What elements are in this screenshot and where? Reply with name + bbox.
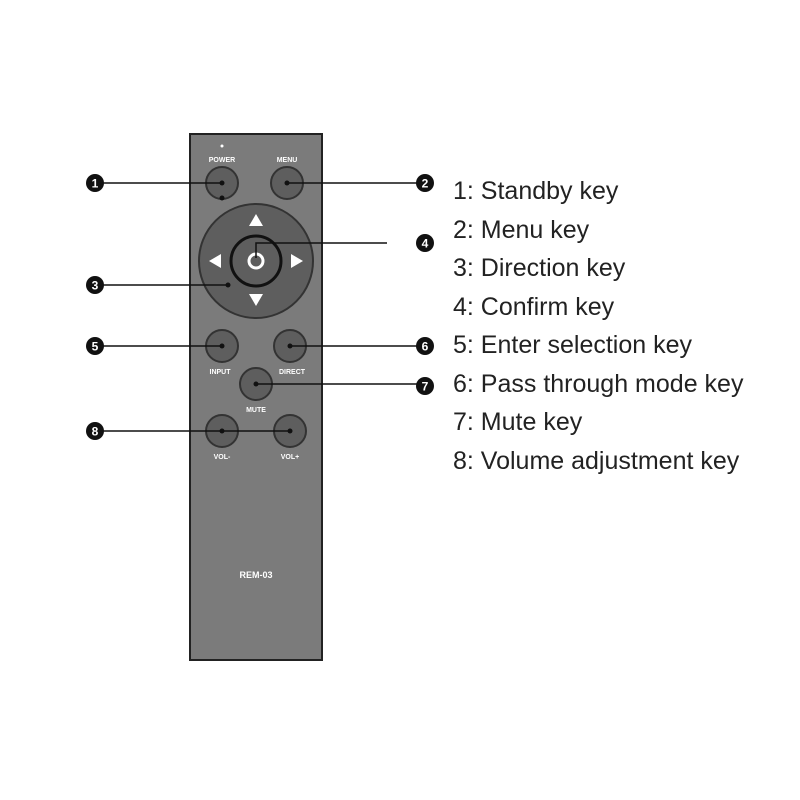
legend-item: 4: Confirm key — [453, 292, 615, 321]
menu-label: MENU — [277, 157, 298, 164]
svg-text:3: 3 — [92, 279, 99, 293]
key-legend: 1: Standby key 2: Menu key 3: Direction … — [453, 172, 743, 480]
svg-text:6: 6 — [422, 340, 429, 354]
vol-down-label: VOL- — [214, 454, 231, 461]
legend-item: 3: Direction key — [453, 254, 626, 282]
callout-3: 3 — [86, 276, 104, 294]
power-label: POWER — [209, 157, 235, 164]
mute-label: MUTE — [246, 407, 266, 414]
legend-item: 8: Volume adjustment key — [453, 446, 740, 475]
legend-item: 1: Standby key — [453, 177, 619, 205]
callout-4: 4 — [416, 234, 434, 252]
down-arrow-icon[interactable] — [249, 294, 263, 306]
left-arrow-icon[interactable] — [209, 254, 221, 268]
svg-text:7: 7 — [422, 380, 429, 394]
up-arrow-icon[interactable] — [249, 214, 263, 226]
svg-text:4: 4 — [422, 237, 429, 251]
model-label: REM-03 — [239, 570, 272, 580]
vol-up-label: VOL+ — [281, 454, 299, 461]
legend-item: 7: Mute key — [453, 408, 583, 436]
input-label: INPUT — [210, 369, 232, 376]
direct-label: DIRECT — [279, 369, 306, 376]
callout-2: 2 — [416, 174, 434, 192]
svg-text:8: 8 — [92, 425, 99, 439]
svg-text:1: 1 — [92, 177, 99, 191]
leader-4 — [255, 242, 387, 258]
power-indicator — [220, 144, 224, 148]
svg-text:5: 5 — [92, 340, 99, 354]
legend-item: 6: Pass through mode key — [453, 369, 744, 398]
callout-7: 7 — [416, 377, 434, 395]
callout-1: 1 — [86, 174, 104, 192]
callout-5: 5 — [86, 337, 104, 355]
confirm-button[interactable] — [229, 234, 283, 288]
right-arrow-icon[interactable] — [291, 254, 303, 268]
leader-lines — [100, 182, 420, 432]
callout-8: 8 — [86, 422, 104, 440]
legend-item: 2: Menu key — [453, 215, 590, 244]
callout-6: 6 — [416, 337, 434, 355]
svg-text:2: 2 — [422, 177, 429, 191]
legend-item: 5: Enter selection key — [453, 331, 693, 359]
